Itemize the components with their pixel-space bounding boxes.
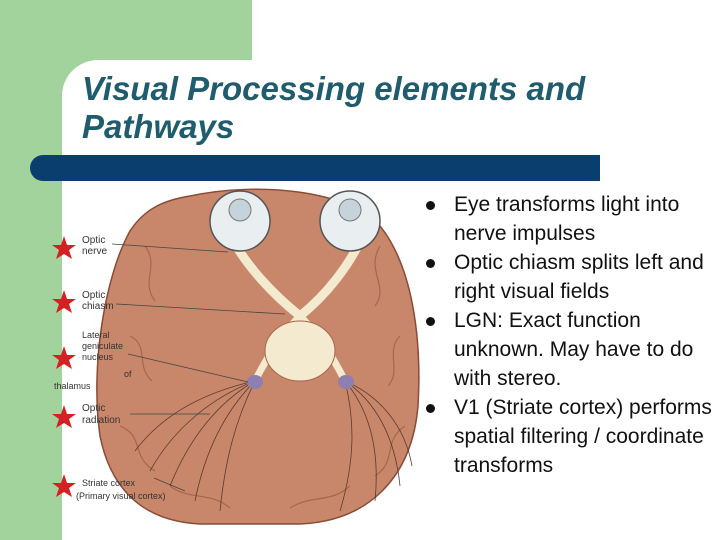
label-lgn-5: thalamus [54,381,91,391]
label-optic-nerve-2: nerve [82,246,107,257]
red-stars [52,236,76,497]
bullet-text: Eye transforms light into nerve impulses [454,193,680,245]
label-optic-chiasm-1: Optic [82,290,105,301]
bullet-item: Eye transforms light into nerve impulses [424,190,714,248]
label-striate-2: (Primary visual cortex) [76,491,166,501]
brain-visual-pathway-figure: Optic nerve Optic chiasm Lateral genicul… [52,188,420,525]
label-optic-radiation-2: radiation [82,415,120,426]
star-icon [52,405,76,428]
bullet-item: V1 (Striate cortex) performs spatial fil… [424,393,714,480]
label-leader-lines [111,243,286,492]
label-optic-nerve-1: Optic [82,235,105,246]
optic-radiation-fibers-left [134,380,256,512]
thalamus-region [264,320,336,382]
label-lgn-2: geniculate [82,341,123,351]
bullet-dot-icon [426,404,435,413]
bullet-list: Eye transforms light into nerve impulses… [424,190,714,480]
label-lgn-4: of [124,369,132,379]
bullet-item: Optic chiasm splits left and right visua… [424,248,714,306]
slide-title: Visual Processing elements and Pathways [82,70,586,145]
label-optic-chiasm-2: chiasm [82,301,114,312]
bullet-dot-icon [426,201,435,210]
lgn-left [247,375,263,389]
bullet-text: Optic chiasm splits left and right visua… [454,251,704,303]
star-icon [52,346,76,369]
optic-radiation-fibers-right [339,380,413,512]
bullet-text: LGN: Exact function unknown. May have to… [454,309,694,390]
bullet-dot-icon [426,259,435,268]
title-divider-bar [30,155,600,181]
label-striate-1: Striate cortex [82,478,136,488]
lgn-right [338,375,354,389]
label-lgn-3: nucleus [82,352,114,362]
star-icon [52,236,76,259]
bullet-item: LGN: Exact function unknown. May have to… [424,306,714,393]
star-icon [52,290,76,313]
label-lgn-1: Lateral [82,330,110,340]
bullet-text: V1 (Striate cortex) performs spatial fil… [454,396,712,477]
label-optic-radiation-1: Optic [82,403,105,414]
star-icon [52,474,76,497]
bullet-dot-icon [426,317,435,326]
